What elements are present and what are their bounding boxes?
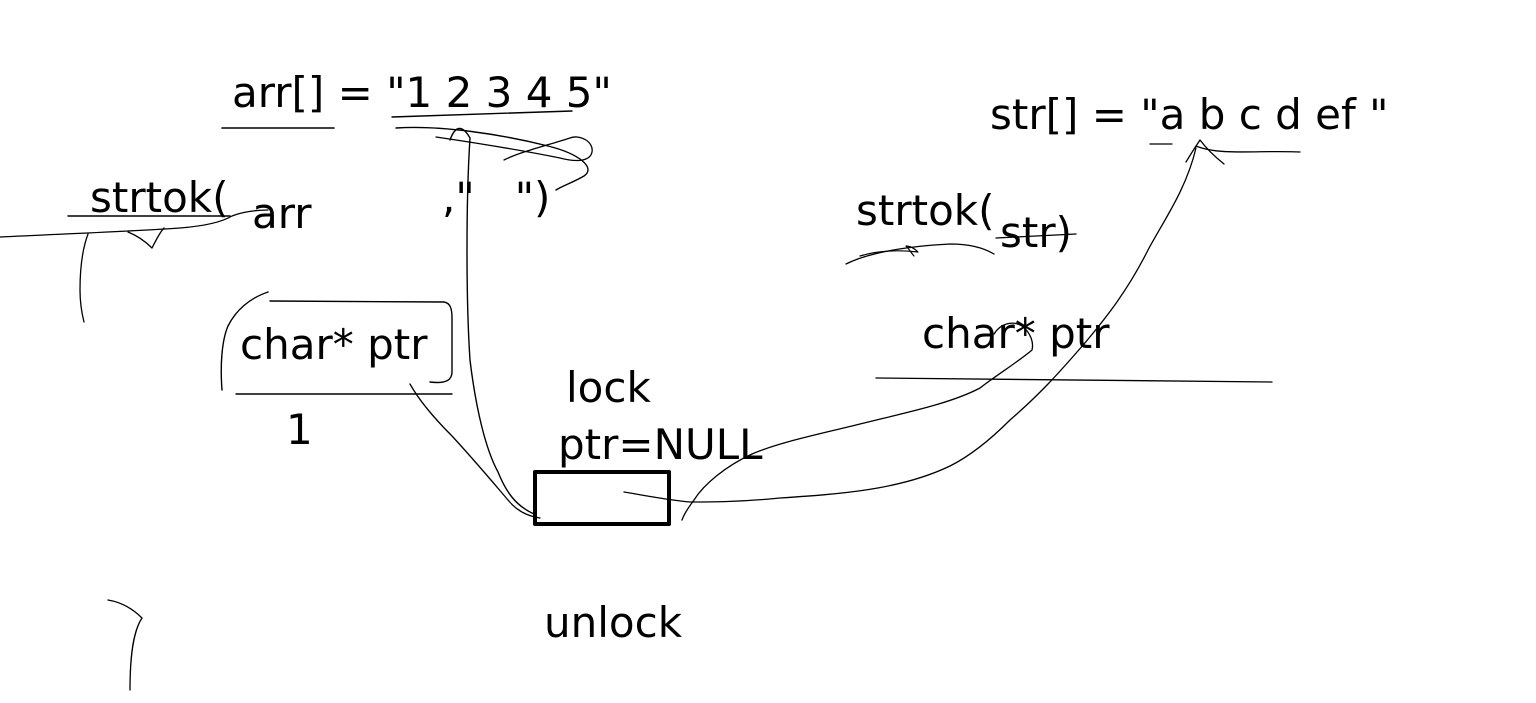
lock-box [533,470,671,526]
stroke-str-tail [1195,145,1301,153]
stroke-str-arrowhead [1185,139,1225,165]
stroke-ptr-right-to-box [681,322,1034,521]
stroke-strtok-right [845,243,995,265]
arr-declaration: arr[] = "1 2 3 4 5" [232,68,612,117]
top-char-ptr-left [269,300,453,384]
stroke-left-drop [79,233,89,323]
arg-arr: arr [252,189,312,238]
underline-arr-values [391,110,573,118]
stroke-bottom-left [107,599,143,691]
token-result: 1 [286,405,313,454]
char-ptr-right: char* ptr [922,309,1110,358]
stroke-str-to-box [623,147,1197,503]
delimiter-arg: ," ") [442,173,551,222]
stroke-left-horizontal [0,209,269,238]
stroke-arr-to-box [449,127,535,515]
arg-str: str) [1000,208,1073,257]
stroke-strtok-right-2 [859,245,919,257]
ptr-null-label: ptr=NULL [558,420,763,469]
strtok-call-left: strtok( [90,173,229,222]
bracket-char-ptr-left [220,291,269,391]
stroke-arr-loop [395,126,589,191]
stroke-str-arg [995,233,1077,239]
stroke-arr-loop-2 [435,136,593,162]
strtok-call-right: strtok( [856,186,995,235]
lock-label: lock [566,363,651,412]
stroke-left-caret [127,227,165,249]
stroke-ptr-to-box [409,383,541,519]
str-declaration: str[] = "a b c d ef " [990,90,1389,139]
underline-char-ptr-right [875,377,1273,383]
unlock-label: unlock [544,598,683,647]
char-ptr-left: char* ptr [240,320,428,369]
